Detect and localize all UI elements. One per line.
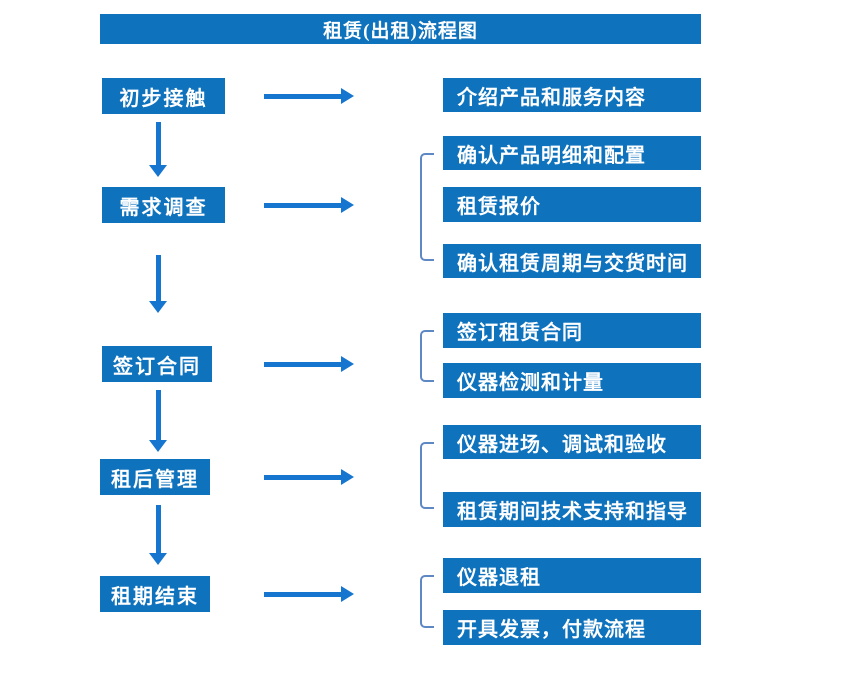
bracket-group-sign-contract	[420, 330, 434, 382]
arrow-head	[341, 197, 354, 213]
detail-box-rental-quote: 租赁报价	[443, 187, 701, 222]
arrow-head	[149, 553, 167, 565]
stage-box-demand-survey: 需求调查	[102, 187, 225, 223]
arrow-shaft	[264, 203, 341, 208]
detail-box-confirm-period: 确认租赁周期与交货时间	[443, 244, 701, 278]
right-arrow-icon	[264, 197, 354, 213]
arrow-head	[149, 165, 167, 177]
arrow-shaft	[156, 122, 161, 165]
right-arrow-icon	[264, 586, 354, 602]
detail-box-tech-support: 租赁期间技术支持和指导	[443, 492, 701, 527]
arrow-shaft	[156, 505, 161, 553]
arrow-shaft	[264, 475, 341, 480]
arrow-head	[341, 356, 354, 372]
right-arrow-icon	[264, 356, 354, 372]
stage-box-post-rental-mgmt: 租后管理	[100, 459, 210, 495]
stage-box-initial-contact: 初步接触	[102, 78, 225, 114]
right-arrow-icon	[264, 88, 354, 104]
down-arrow-icon	[149, 390, 167, 452]
detail-box-introduce-products: 介绍产品和服务内容	[443, 78, 701, 112]
flowchart-title: 租赁(出租)流程图	[100, 14, 701, 44]
down-arrow-icon	[149, 505, 167, 565]
detail-box-instrument-setup: 仪器进场、调试和验收	[443, 425, 701, 459]
stage-box-rental-end: 租期结束	[100, 576, 210, 612]
detail-box-invoice-payment: 开具发票，付款流程	[443, 610, 701, 645]
bracket-group-post-rental-mgmt	[420, 442, 434, 509]
arrow-shaft	[156, 255, 161, 301]
down-arrow-icon	[149, 255, 167, 313]
arrow-head	[149, 301, 167, 313]
arrow-shaft	[264, 592, 341, 597]
detail-box-confirm-details: 确认产品明细和配置	[443, 136, 701, 170]
stage-box-sign-contract: 签订合同	[102, 346, 212, 382]
arrow-head	[341, 469, 354, 485]
arrow-head	[341, 586, 354, 602]
detail-box-sign-rental-contract: 签订租赁合同	[443, 313, 701, 348]
down-arrow-icon	[149, 122, 167, 177]
arrow-head	[341, 88, 354, 104]
arrow-shaft	[264, 362, 341, 367]
arrow-head	[149, 440, 167, 452]
bracket-group-rental-end	[420, 575, 434, 628]
right-arrow-icon	[264, 469, 354, 485]
bracket-group-demand-survey	[420, 153, 434, 261]
detail-box-instrument-testing: 仪器检测和计量	[443, 363, 701, 398]
arrow-shaft	[264, 94, 341, 99]
detail-box-instrument-return: 仪器退租	[443, 558, 701, 593]
arrow-shaft	[156, 390, 161, 440]
